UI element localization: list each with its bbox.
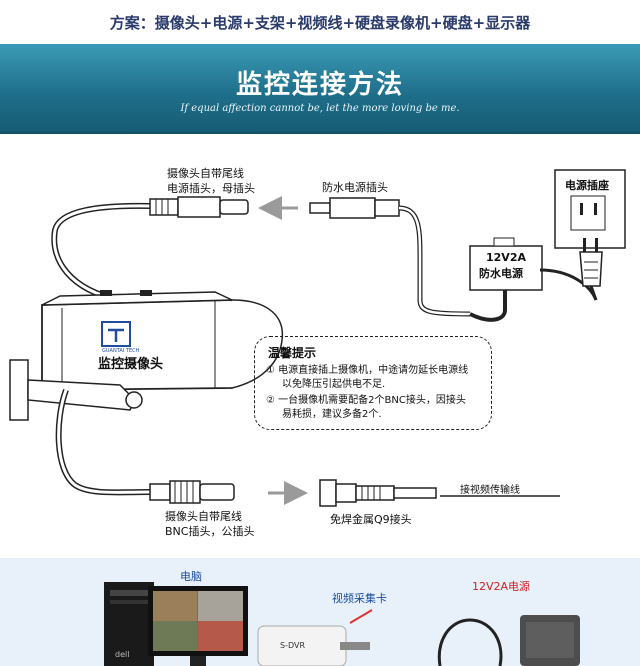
label-computer: 电脑 — [180, 570, 202, 583]
capture-brand: S-DVR — [280, 641, 305, 650]
tip-2-line-1: ② 一台摄像机需要配备2个BNC接头，因接头 — [266, 395, 466, 406]
scheme-line: 方案：摄像头+电源+支架+视频线+硬盘录像机+硬盘+显示器 — [109, 13, 531, 32]
label-power-supply: 12V2A电源 — [472, 580, 531, 593]
tips-title: 温馨提示 — [268, 346, 317, 360]
svg-text:GUANTAI TECH: GUANTAI TECH — [102, 348, 140, 354]
label-video-cable: 接视频传输线 — [460, 485, 520, 496]
label-capture-card: 视频采集卡 — [332, 592, 387, 605]
tip-2-line-2: 易耗损，建议多备2个. — [282, 409, 382, 420]
svg-text:dell: dell — [115, 650, 129, 659]
label-socket: 电源插座 — [565, 179, 609, 192]
label-camera-body: 监控摄像头 — [98, 357, 164, 372]
page-title: 监控连接方法 — [235, 70, 404, 100]
label-waterproof-plug: 防水电源插头 — [322, 181, 388, 194]
q9-connector — [319, 479, 437, 507]
power-adapter-photo-icon — [437, 615, 580, 666]
label-adapter-1: 12V2A — [486, 251, 526, 264]
pc-tower-icon: dell — [104, 582, 154, 666]
tip-1-line-1: ① 电源直接插上摄像机，中途请勿延长电源线 — [266, 365, 469, 376]
bnc-male-plug — [149, 480, 235, 504]
wall-plug — [579, 238, 603, 301]
title-banner — [0, 44, 640, 134]
page-subtitle: If equal affection cannot be, let the mo… — [180, 103, 460, 114]
camera-bracket — [9, 359, 143, 421]
male-waterproof-plug — [309, 197, 400, 219]
label-bnc-tail-2: BNC插头，公插头 — [165, 525, 255, 538]
female-power-plug — [149, 196, 249, 218]
label-bnc-tail-1: 摄像头自带尾线 — [165, 510, 242, 523]
label-power-tail-2: 电源插头，母插头 — [167, 182, 255, 195]
label-power-tail-1: 摄像头自带尾线 — [167, 167, 244, 180]
tips-box — [254, 336, 492, 430]
monitor-icon — [148, 586, 248, 666]
label-q9: 免焊金属Q9接头 — [330, 513, 412, 526]
capture-card-icon — [257, 609, 373, 666]
tip-1-line-2: 以免降压引起供电不足. — [282, 379, 386, 390]
label-adapter-2: 防水电源 — [479, 267, 523, 280]
